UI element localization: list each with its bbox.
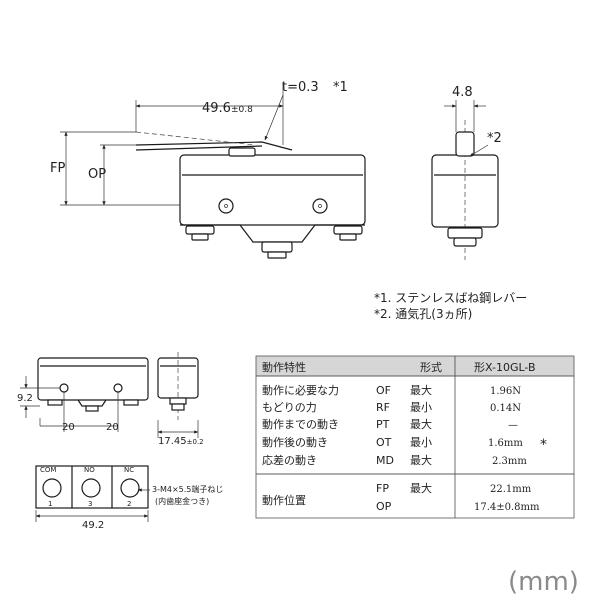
row-fp-limit: 最大 [410, 481, 432, 495]
row-pt-name: 動作までの動き [262, 417, 339, 431]
row-rf-value: 0.14N [490, 403, 521, 414]
terminal-com-label: COM [40, 466, 56, 474]
note-1: *1. ステンレスばね鋼レバー [374, 291, 527, 305]
row-op-code: OP [376, 500, 392, 513]
row-md-name: 応差の動き [262, 453, 317, 467]
side-terminal [447, 227, 483, 247]
terminal-no-label: NO [84, 466, 95, 474]
note-mark-1: *1 [333, 80, 348, 95]
side-view: 4.8 *2 [431, 85, 502, 260]
row-op-value: 17.4±0.8mm [474, 502, 540, 513]
screw-note-line1: 3-M4×5.5端子ねじ [152, 484, 223, 494]
mount-view: 9.2 20 20 17.45±0.2 COM NO NC 1 3 2 49 [17, 352, 223, 531]
row-pt-limit: 最大 [410, 417, 432, 431]
dim-total-width: 49.2 [82, 520, 104, 531]
front-view: 49.6±0.8 t=0.3 *1 FP OP [50, 80, 366, 259]
row-ot-code: OT [376, 436, 392, 449]
row-of-code: OF [376, 384, 391, 397]
position-label: 動作位置 [262, 493, 306, 507]
terminal-nc-number: 2 [127, 500, 131, 508]
row-rf-limit: 最小 [410, 401, 432, 414]
row-rf-code: RF [376, 401, 390, 414]
terminal-screw-right [333, 225, 363, 241]
op-label: OP [88, 167, 106, 182]
switch-body [179, 154, 366, 226]
terminal-screw-center [261, 241, 293, 259]
dim-depth-17-45: 17.45±0.2 [158, 436, 204, 447]
note-mark-2: *2 [487, 131, 502, 146]
dim-pitch-b: 20 [106, 422, 119, 433]
table-header-type: 形式 [420, 361, 442, 374]
row-of-name: 動作に必要な力 [262, 383, 339, 397]
unit-label: (mm) [508, 567, 579, 597]
dim-height-9-2: 9.2 [17, 393, 33, 404]
table-header-model: 形X-10GL-B [474, 361, 536, 374]
row-ot-mark: * [540, 437, 547, 453]
note-2: *2. 通気孔(3ヵ所) [374, 306, 472, 321]
row-md-limit: 最大 [410, 453, 432, 467]
mounting-hole-left [218, 198, 234, 214]
row-fp-code: FP [376, 482, 389, 495]
row-pt-code: PT [376, 418, 390, 431]
row-md-code: MD [376, 454, 394, 467]
actuator-lever [135, 141, 293, 151]
row-ot-name: 動作後の動き [262, 435, 328, 449]
row-pt-value: — [508, 420, 518, 431]
row-ot-limit: 最小 [410, 436, 432, 449]
terminal-com-number: 1 [48, 500, 52, 508]
row-fp-value: 22.1mm [490, 484, 532, 495]
row-of-limit: 最大 [410, 383, 432, 397]
row-of-value: 1.96N [490, 386, 521, 397]
spec-table: 動作特性 形式 形X-10GL-B 動作に必要な力 OF 最大 1.96N もど… [255, 355, 575, 519]
table-header-characteristics: 動作特性 [262, 360, 306, 374]
dim-thickness: t=0.3 [282, 80, 319, 95]
screw-note-line2: (内歯座金つき) [155, 496, 209, 506]
dim-width-4-8: 4.8 [452, 85, 473, 100]
terminal-face [35, 465, 149, 509]
dim-pitch-a: 20 [62, 422, 75, 433]
lever-free-position [135, 131, 256, 146]
terminal-no-number: 3 [88, 500, 92, 508]
row-ot-value: 1.6mm [488, 438, 523, 449]
fp-label: FP [50, 161, 65, 176]
terminal-nc-label: NC [124, 466, 134, 474]
mounting-hole-right [312, 198, 328, 214]
terminal-screw-left [185, 225, 215, 241]
row-rf-name: もどりの力 [262, 401, 317, 414]
row-md-value: 2.3mm [492, 456, 527, 467]
dim-length-49-6: 49.6±0.8 [202, 101, 253, 116]
